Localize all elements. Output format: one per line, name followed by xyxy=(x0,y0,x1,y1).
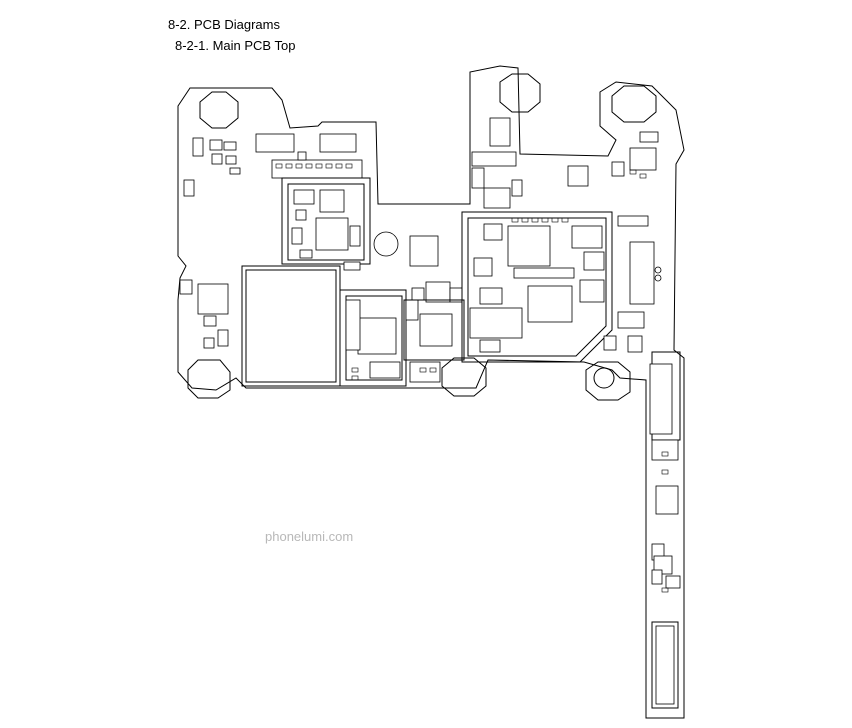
large-module xyxy=(179,265,341,387)
pcb-outline xyxy=(177,65,685,719)
section-title: 8-2. PCB Diagrams xyxy=(168,17,280,32)
middle-shield-block xyxy=(339,281,465,387)
left-top-components xyxy=(183,133,363,197)
right-shield-block xyxy=(461,211,613,363)
left-shield-block xyxy=(281,177,439,271)
top-center-components xyxy=(471,117,659,209)
subsection-title: 8-2-1. Main PCB Top xyxy=(175,38,296,53)
watermark: phonelumi.com xyxy=(265,529,354,544)
tail-components xyxy=(649,351,681,709)
corner-pads xyxy=(187,73,657,401)
right-edge-components xyxy=(603,215,662,353)
passive-components xyxy=(275,163,669,593)
